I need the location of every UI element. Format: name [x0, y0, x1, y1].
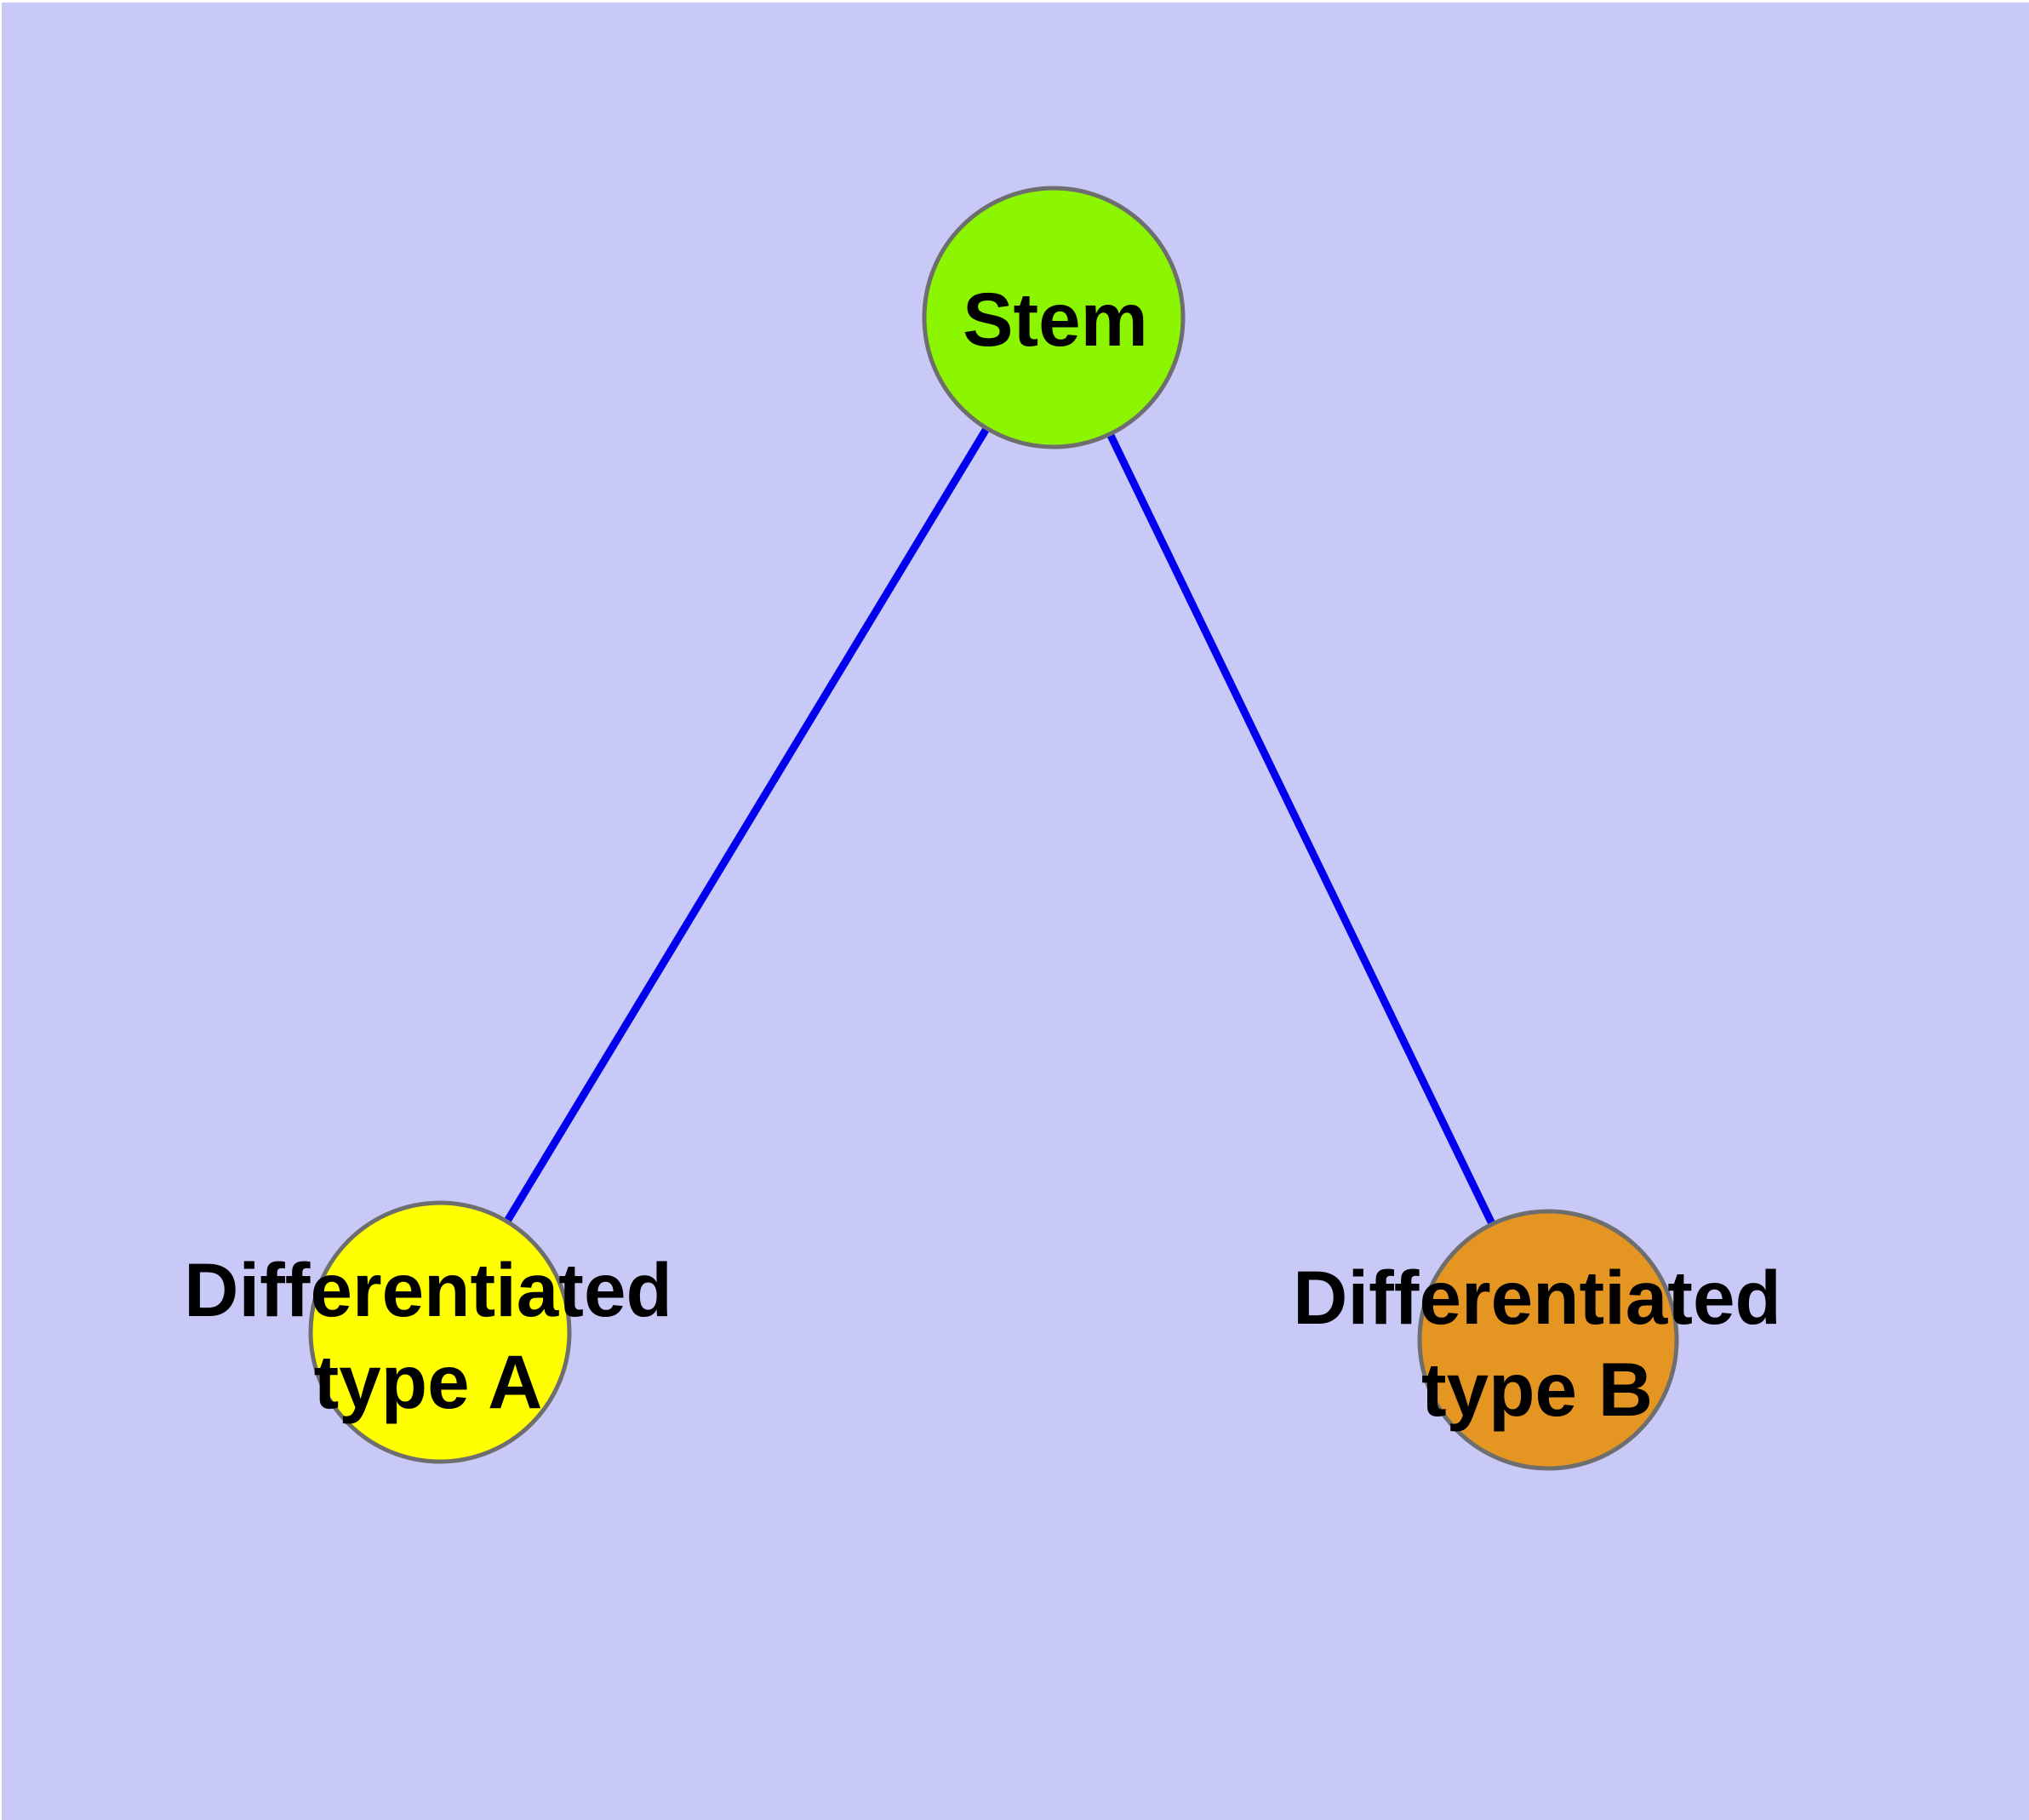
nodes-layer — [308, 186, 1679, 1471]
node-diff-b-circle — [1417, 1209, 1679, 1471]
node-stem-label: Stem — [963, 277, 1148, 362]
node-diff-b-label-line-2: type B — [1421, 1347, 1653, 1432]
edge-stem-diff-a — [437, 315, 1057, 1335]
edge-stem-diff-b — [1049, 316, 1552, 1342]
node-stem-label-line-1: Stem — [963, 277, 1148, 362]
node-diff-a-label-line-2: type A — [314, 1339, 543, 1424]
node-diff-b-label-line-1: Differentiated — [1293, 1255, 1781, 1340]
node-diff-a-circle — [308, 1200, 572, 1464]
node-stem-circle — [922, 186, 1186, 449]
edges-layer — [437, 315, 1552, 1342]
node-diff-a-label-line-1: Differentiated — [184, 1247, 672, 1332]
